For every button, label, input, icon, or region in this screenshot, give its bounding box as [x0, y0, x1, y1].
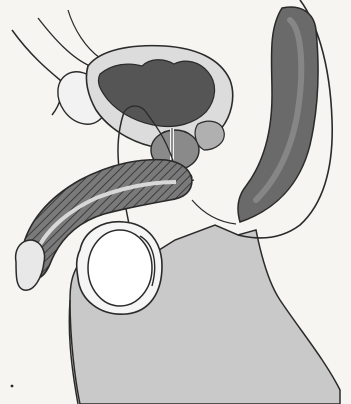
- scan-mark: [11, 385, 14, 388]
- testis: [88, 230, 152, 306]
